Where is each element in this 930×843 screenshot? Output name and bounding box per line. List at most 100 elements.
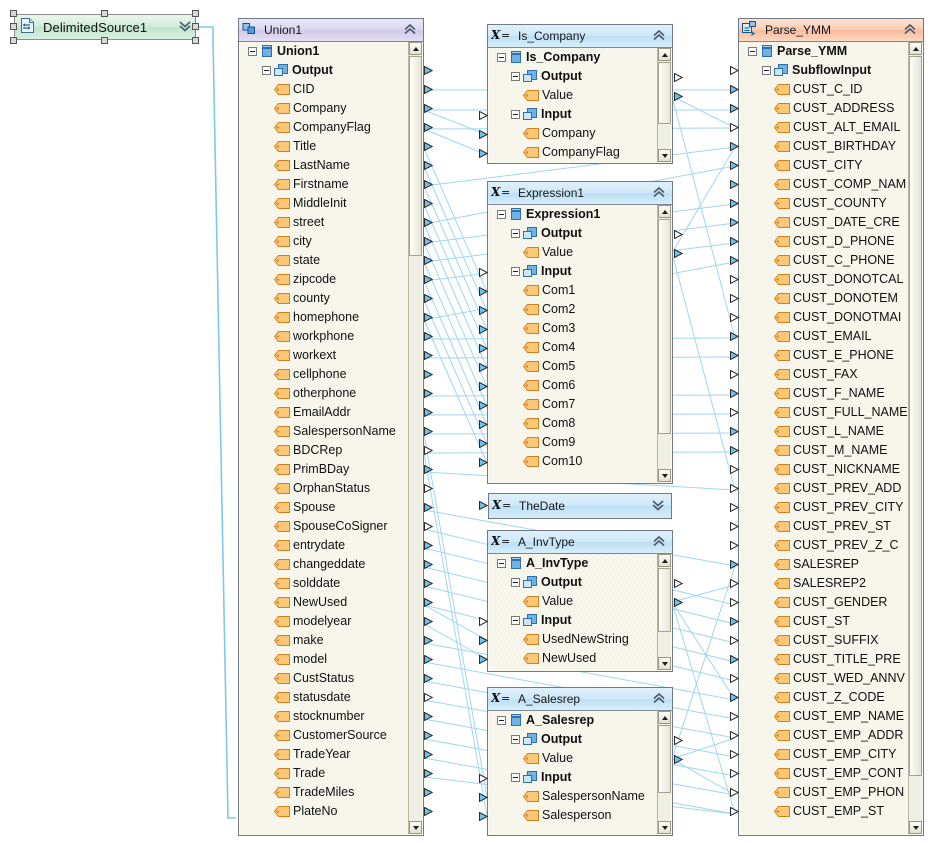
tree-row[interactable]: make xyxy=(240,631,407,650)
tree-row[interactable]: OrphanStatus xyxy=(240,479,407,498)
tree-row[interactable]: Company xyxy=(489,124,656,143)
tree-row[interactable]: SubflowInput xyxy=(740,61,907,80)
port-parse-ymm-in-3[interactable] xyxy=(730,123,739,132)
tree-row[interactable]: homephone xyxy=(240,308,407,327)
tree-row[interactable]: CUST_PREV_ADD xyxy=(740,479,907,498)
port-parse-ymm-in-30[interactable] xyxy=(730,636,739,645)
port-parse-ymm-in-38[interactable] xyxy=(730,788,739,797)
selection-handle-w[interactable] xyxy=(10,23,17,30)
port-parse-ymm-in-19[interactable] xyxy=(730,427,739,436)
port-parse-ymm-in-18[interactable] xyxy=(730,408,739,417)
port-expression1-in-10[interactable] xyxy=(479,458,488,467)
tree-row[interactable]: Input xyxy=(489,611,656,630)
tree-row[interactable]: CompanyFlag xyxy=(489,143,656,162)
tree-expander[interactable] xyxy=(511,616,520,625)
tree-row[interactable]: CUST_BIRTHDAY xyxy=(740,137,907,156)
scroll-down-button[interactable] xyxy=(658,469,671,482)
port-parse-ymm-in-36[interactable] xyxy=(730,750,739,759)
port-parse-ymm-in-25[interactable] xyxy=(730,541,739,550)
chevron-double-up-icon[interactable] xyxy=(651,691,667,708)
tree-row[interactable]: CUST_ST xyxy=(740,612,907,631)
tree-expander[interactable] xyxy=(511,229,520,238)
tree-row[interactable]: Com4 xyxy=(489,338,656,357)
port-a-invtype-in-2[interactable] xyxy=(479,655,488,664)
port-union1-out-18[interactable] xyxy=(424,408,433,417)
port-a-invtype-out-0[interactable] xyxy=(674,579,683,588)
scroll-up-button[interactable] xyxy=(658,205,671,218)
port-union1-out-26[interactable] xyxy=(424,560,433,569)
tree-row[interactable]: Expression1 xyxy=(489,205,656,224)
tree-row[interactable]: cellphone xyxy=(240,365,407,384)
chevron-double-up-icon[interactable] xyxy=(651,534,667,551)
tree-row[interactable]: CUST_COMP_NAM xyxy=(740,175,907,194)
scroll-up-button[interactable] xyxy=(909,42,922,55)
port-union1-out-3[interactable] xyxy=(424,123,433,132)
port-union1-out-36[interactable] xyxy=(424,750,433,759)
port-expression1-in-2[interactable] xyxy=(479,306,488,315)
tree-row[interactable]: Value xyxy=(489,243,656,262)
tree-row[interactable]: SALESREP xyxy=(740,555,907,574)
port-expression1-in-0[interactable] xyxy=(479,268,488,277)
port-parse-ymm-in-21[interactable] xyxy=(730,465,739,474)
panel-header[interactable]: X = Is_Company xyxy=(488,25,672,48)
port-parse-ymm-in-10[interactable] xyxy=(730,256,739,265)
tree-row[interactable]: CustomerSource xyxy=(240,726,407,745)
port-union1-out-9[interactable] xyxy=(424,237,433,246)
tree-row[interactable]: Input xyxy=(489,768,656,787)
tree-row[interactable]: MiddleInit xyxy=(240,194,407,213)
tree-row[interactable]: CUST_EMP_NAME xyxy=(740,707,907,726)
tree-row[interactable]: CustStatus xyxy=(240,669,407,688)
tree-row[interactable]: CUST_DONOTCAL xyxy=(740,270,907,289)
tree-row[interactable]: state xyxy=(240,251,407,270)
tree-row[interactable]: CUST_F_NAME xyxy=(740,384,907,403)
tree-row[interactable]: CUST_ALT_EMAIL xyxy=(740,118,907,137)
tree-row[interactable]: Output xyxy=(489,224,656,243)
vertical-scrollbar[interactable] xyxy=(657,48,671,162)
port-union1-out-8[interactable] xyxy=(424,218,433,227)
port-union1-out-22[interactable] xyxy=(424,484,433,493)
port-union1-out-27[interactable] xyxy=(424,579,433,588)
tree-row[interactable]: CUST_PREV_ST xyxy=(740,517,907,536)
port-union1-out-34[interactable] xyxy=(424,712,433,721)
tree-expander[interactable] xyxy=(497,559,506,568)
port-union1-out-7[interactable] xyxy=(424,199,433,208)
tree-row[interactable]: A_InvType xyxy=(489,554,656,573)
port-parse-ymm-in-4[interactable] xyxy=(730,142,739,151)
tree-expander[interactable] xyxy=(497,716,506,725)
tree-row[interactable]: Title xyxy=(240,137,407,156)
panel-header[interactable]: X = Expression1 xyxy=(488,182,672,205)
tree-expander[interactable] xyxy=(748,47,757,56)
tree-row[interactable]: PrimBDay xyxy=(240,460,407,479)
tree-row[interactable]: CUST_SUFFIX xyxy=(740,631,907,650)
tree-row[interactable]: CUST_FULL_NAME xyxy=(740,403,907,422)
port-expression1-in-3[interactable] xyxy=(479,325,488,334)
port-expression1-out-1[interactable] xyxy=(674,249,683,258)
tree-row[interactable]: Union1 xyxy=(240,42,407,61)
tree-expander[interactable] xyxy=(248,47,257,56)
tree-row[interactable]: SalespersonName xyxy=(489,787,656,806)
selection-handle-n[interactable] xyxy=(101,10,108,17)
tree-row[interactable]: Output xyxy=(240,61,407,80)
tree-row[interactable]: TradeYear xyxy=(240,745,407,764)
tree-row[interactable]: CUST_WED_ANNV xyxy=(740,669,907,688)
port-a-salesrep-out-0[interactable] xyxy=(674,736,683,745)
tree-row[interactable]: Com9 xyxy=(489,433,656,452)
tree-row[interactable]: SpouseCoSigner xyxy=(240,517,407,536)
tree-expander[interactable] xyxy=(497,210,506,219)
tree-row[interactable]: CUST_PREV_CITY xyxy=(740,498,907,517)
tree-row[interactable]: CUST_TITLE_PRE xyxy=(740,650,907,669)
tree-row[interactable]: CUST_DONOTMAI xyxy=(740,308,907,327)
tree-row[interactable]: CUST_GENDER xyxy=(740,593,907,612)
tree-row[interactable]: Com10 xyxy=(489,452,656,471)
tree-row[interactable]: SalespersonName xyxy=(240,422,407,441)
port-union1-out-39[interactable] xyxy=(424,807,433,816)
tree-row[interactable]: Value xyxy=(489,86,656,105)
port-expression1-out-0[interactable] xyxy=(674,230,683,239)
selection-handle-sw[interactable] xyxy=(10,37,17,44)
scrollbar-thumb[interactable] xyxy=(658,725,671,793)
